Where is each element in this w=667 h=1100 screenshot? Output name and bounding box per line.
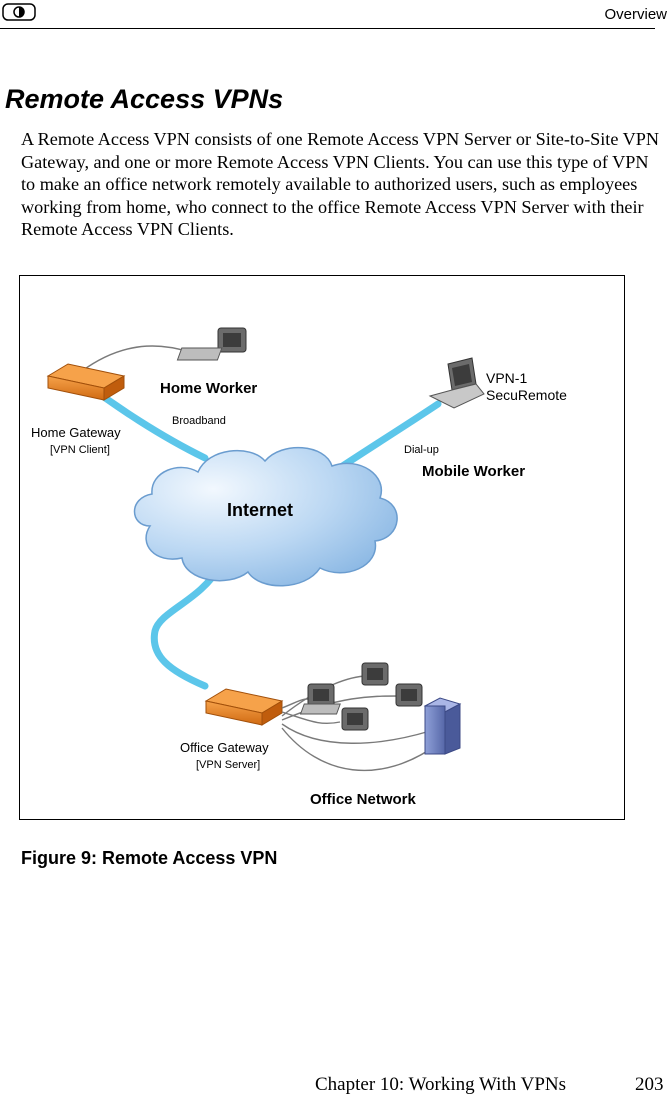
home-gateway-label: Home Gateway [31,425,121,440]
office-pc-1-icon [299,683,341,715]
office-gateway-role-label: [VPN Server] [196,759,260,771]
home-worker-label: Home Worker [160,380,257,397]
broadband-label: Broadband [172,415,226,427]
internet-label: Internet [227,500,293,520]
footer-page-number: 203 [635,1074,664,1095]
home-worker-pc-icon [176,327,247,361]
securemote-label: SecuRemote [486,387,567,403]
office-link [150,562,224,690]
home-gateway-role-label: [VPN Client] [50,444,110,456]
network-diagram: Internet Home Worker Broadband Home Gate… [31,327,567,808]
header-section-title: Overview [604,6,667,23]
dialup-label: Dial-up [404,444,439,456]
figure-caption: Figure 9: Remote Access VPN [21,848,278,868]
office-gateway-icon [204,688,284,726]
logo-icon [2,3,36,21]
internet-cloud-icon [133,447,398,587]
header-divider [0,28,655,29]
office-pc-2-icon [361,662,389,686]
figure-remote-access-vpn: Internet Home Worker Broadband Home Gate… [19,275,625,820]
home-gateway-icon [46,363,126,401]
dialup-link [331,400,442,475]
mobile-laptop-icon [428,357,485,409]
office-pc-3-icon [395,683,423,707]
office-server-icon [423,697,462,755]
vpn1-label: VPN-1 [486,370,527,386]
footer-chapter: Chapter 10: Working With VPNs [315,1074,567,1095]
office-network-label: Office Network [310,791,417,808]
mobile-worker-label: Mobile Worker [422,463,525,480]
office-gateway-label: Office Gateway [180,740,269,755]
body-paragraph: A Remote Access VPN consists of one Remo… [21,129,660,240]
section-title: Remote Access VPNs [5,84,284,114]
office-pc-4-icon [341,707,369,731]
